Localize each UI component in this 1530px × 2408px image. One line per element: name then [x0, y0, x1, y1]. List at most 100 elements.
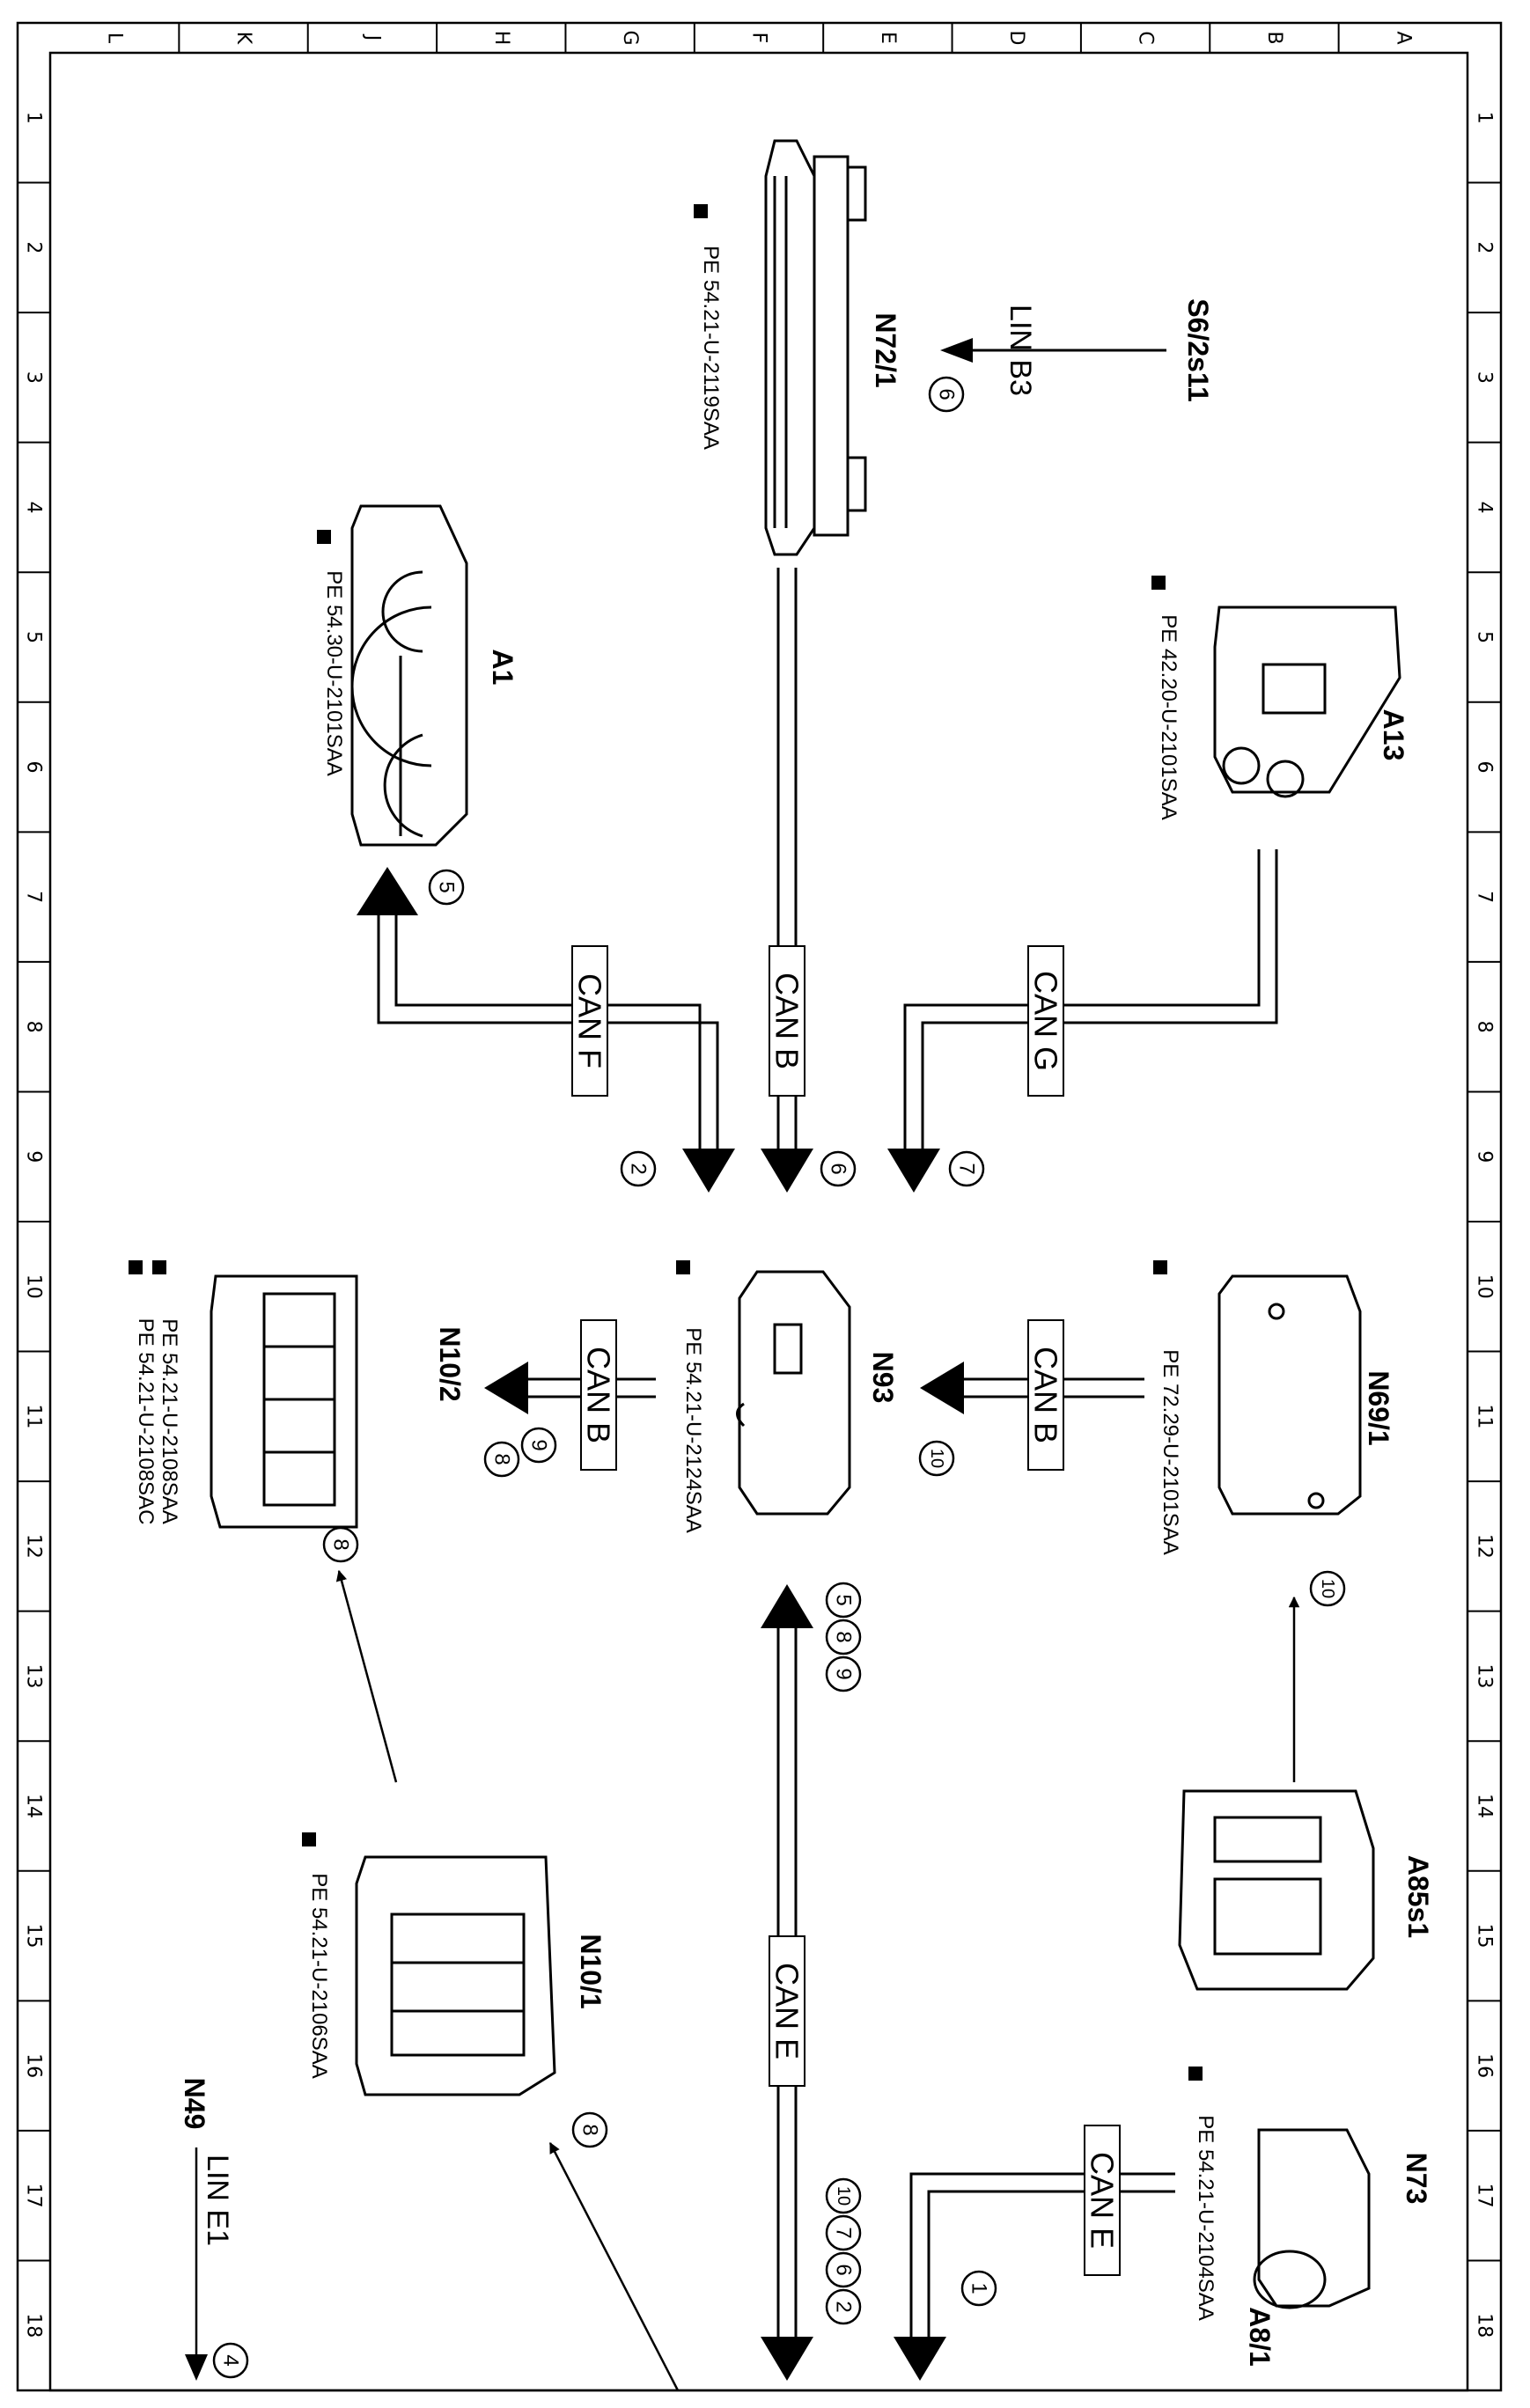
- arrow-n10-2-can-b: [484, 1362, 528, 1414]
- grid-row-label: 12: [23, 1534, 45, 1559]
- component-n10-1-drawing: [355, 1855, 556, 2096]
- marker-n73: 1: [967, 2282, 991, 2294]
- marker-n10-2-b: 8: [490, 1453, 514, 1465]
- marker-arrow-can-f: 2: [627, 1163, 651, 1174]
- component-n93-drawing: [736, 1270, 851, 1516]
- bus-label-can-g: CAN G: [1028, 971, 1064, 1071]
- grid-row-label: 11: [23, 1404, 45, 1428]
- wires: [195, 349, 1300, 2391]
- marker-down-2: 7: [832, 2227, 856, 2238]
- ref-n73: PE 54.21-U-2104SAA: [1194, 2115, 1217, 2320]
- label-a1: A1: [487, 650, 519, 686]
- label-n69-1: N69/1: [1363, 1370, 1394, 1445]
- bus-label-lin-b3: LIN B3: [1004, 305, 1037, 396]
- label-n72-1: N72/1: [870, 312, 901, 387]
- grid-row-label: 14: [23, 1794, 45, 1818]
- component-n73-drawing: [1253, 2128, 1371, 2309]
- grid-row-label: 7: [23, 891, 45, 903]
- grid-col-label: C: [1135, 31, 1157, 44]
- bus-label-can-f: CAN F: [572, 973, 608, 1068]
- marker-n10-1: 8: [578, 2124, 602, 2135]
- ref-a1: PE 54.30-U-2101SAA: [322, 570, 346, 775]
- arrow-n93-can-g: [887, 1149, 940, 1193]
- bus-label-can-b-n10: CAN B: [581, 1347, 617, 1443]
- ref-n10-1: PE 54.21-U-2106SAA: [307, 1873, 331, 2078]
- grid-ticks: [18, 23, 1501, 2262]
- ref-n72-1: PE 54.21-U-2119SAA: [699, 246, 723, 450]
- marker-down-3: 6: [832, 2264, 856, 2275]
- label-s6-2s11: S6/2s11: [1182, 298, 1214, 401]
- grid-row-label: 15: [1474, 1924, 1496, 1949]
- grid-col-label: J: [361, 33, 383, 41]
- grid-row-label: 16: [1474, 2053, 1496, 2078]
- marker-numbers: 6 5 2 6 7 10 9 8 8 10 5 8 9 10 7 6 2 1 8…: [219, 388, 1338, 2366]
- grid-row-label: 17: [23, 2184, 45, 2208]
- drawing-frame: [16, 21, 1503, 2392]
- bus-label-can-b-n69: CAN B: [1028, 1347, 1064, 1443]
- marker-lin-e1: 4: [219, 2354, 243, 2366]
- component-n10-2-drawing: [210, 1274, 358, 1529]
- ref2-n10-2: PE 54.21-U-2108SAC: [134, 1318, 158, 1525]
- component-n72-1-drawing: [764, 139, 867, 556]
- bus-label-boxes: [571, 945, 1121, 2276]
- hand-pointer-icon: [317, 530, 331, 544]
- grid-col-label: B: [1263, 31, 1285, 44]
- grid-col-label: A: [1392, 31, 1414, 44]
- marker-arrow-can-g: 7: [955, 1163, 979, 1174]
- label-n10-1: N10/1: [575, 1934, 607, 2008]
- marker-can-f: 5: [435, 881, 459, 892]
- arrow-n93-can-b: [761, 1149, 813, 1193]
- marker-up-2: 8: [832, 1631, 856, 1642]
- bus-label-lin-e1: LIN E1: [201, 2155, 234, 2246]
- hand-pointer-icon: [302, 1832, 316, 1846]
- arrow-can-e-up: [761, 1584, 813, 1628]
- grid-row-label: 3: [23, 371, 45, 384]
- arrow-n73-can-e: [894, 2337, 946, 2381]
- grid-row-label: 14: [1474, 1794, 1496, 1818]
- grid-row-label: 11: [1474, 1404, 1496, 1428]
- grid-row-label: 1: [23, 112, 45, 124]
- grid-row-label: 13: [1474, 1663, 1496, 1688]
- marker-n10-2-c: 8: [329, 1538, 353, 1550]
- marker-up-1: 5: [832, 1594, 856, 1605]
- label-n93: N93: [867, 1352, 899, 1404]
- grid-row-label: 15: [23, 1924, 45, 1949]
- grid-col-label: G: [619, 30, 641, 45]
- marker-n69: 10: [927, 1449, 946, 1468]
- label-a8-1: A8/1: [1244, 2307, 1276, 2367]
- grid-row-label: 6: [1474, 761, 1496, 774]
- marker-down-1: 10: [834, 2186, 853, 2206]
- hand-pointer-icon: [152, 1260, 166, 1274]
- marker-n10-2-a: 9: [527, 1439, 551, 1450]
- bus-label-can-b-vertical: CAN B: [769, 973, 805, 1069]
- component-a1-drawing: [350, 504, 468, 847]
- ref-n69-1: PE 72.29-U-2101SAA: [1159, 1349, 1182, 1554]
- label-n49: N49: [179, 2078, 210, 2130]
- grid-row-label: 8: [23, 1021, 45, 1033]
- hand-pointer-icon: [676, 1260, 690, 1274]
- grid-row-label: 3: [1474, 371, 1496, 384]
- ref1-n10-2: PE 54.21-U-2108SAA: [158, 1318, 181, 1523]
- label-a85s1: A85s1: [1402, 1855, 1434, 1938]
- label-n10-2: N10/2: [434, 1326, 466, 1401]
- grid-row-label: 18: [1474, 2313, 1496, 2338]
- grid-row-label: 6: [23, 761, 45, 774]
- arrow-n93-can-f: [682, 1149, 735, 1193]
- grid-row-label: 16: [23, 2053, 45, 2078]
- grid-row-label: 10: [1474, 1274, 1496, 1299]
- grid-row-label: 7: [1474, 891, 1496, 903]
- arrow-can-f: [357, 867, 418, 915]
- grid-col-label: K: [232, 32, 254, 45]
- bus-label-can-e-main: CAN E: [769, 1963, 805, 2059]
- ref-a13: PE 42.20-U-2101SAA: [1157, 614, 1181, 819]
- grid-row-label: 5: [23, 631, 45, 643]
- grid-row-label: 8: [1474, 1021, 1496, 1033]
- grid-row-label: 2: [1474, 241, 1496, 253]
- grid-row-label: 5: [1474, 631, 1496, 643]
- marker-lin-b3: 6: [935, 388, 959, 400]
- arrow-n69-can-b: [920, 1362, 964, 1414]
- grid-col-label: H: [490, 31, 512, 46]
- grid-row-label: 9: [23, 1150, 45, 1163]
- grid-col-label: D: [1005, 31, 1027, 46]
